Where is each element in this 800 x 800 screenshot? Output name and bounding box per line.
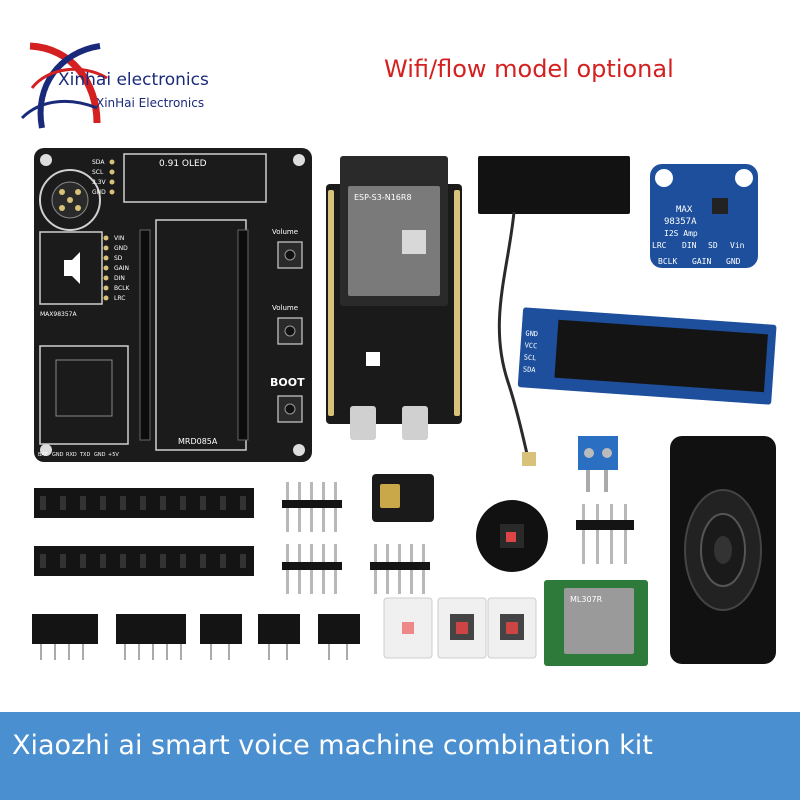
esp-module-label: ESP-S3-N16R8 (354, 193, 412, 202)
oled-pin-4: SDA (523, 365, 537, 374)
female-header-short-3 (200, 614, 242, 660)
pin-bottom-5: GND (94, 452, 106, 458)
volume-down-label: Volume (272, 304, 298, 312)
antenna (478, 156, 630, 466)
esp32-board: ESP-S3-N16R8 (326, 156, 462, 440)
male-header-3 (370, 544, 430, 594)
volume-up-label: Volume (272, 228, 298, 236)
microphone-module (476, 500, 548, 572)
pin-oled-2: SCL (92, 169, 104, 176)
amp-line2: 98357A (664, 217, 697, 227)
female-header-short-2 (116, 614, 186, 660)
oled-pin-1: GND (525, 329, 538, 338)
pin-left-4: GAIN (114, 265, 129, 272)
tact-switch-3 (487, 597, 537, 659)
female-header-long-2 (34, 546, 254, 576)
male-header-1 (282, 482, 342, 532)
pin-oled-3: 3.3V (92, 179, 107, 186)
male-header-2 (282, 544, 342, 594)
boot-label: BOOT (270, 376, 305, 389)
amp-pin-bottom-1: BCLK (658, 257, 677, 266)
cellular-label: ML307R (570, 595, 603, 604)
amp-pin-bottom-3: GND (726, 257, 741, 266)
pin-bottom-6: +5V (108, 452, 119, 458)
oled-pin-3: SCL (523, 353, 536, 362)
speaker (670, 436, 776, 664)
pin-bottom-4: TXD (79, 452, 90, 458)
pin-bottom-2: GND (52, 452, 64, 458)
pin-left-1: VIN (114, 235, 124, 242)
tact-switch-1 (383, 597, 433, 659)
expansion-board: 0.91 OLED SDA SCL 3.3V GND MAX98357A VIN… (34, 148, 312, 462)
amp-chip-label: MAX98357A (40, 311, 77, 318)
pin-bottom-3: RXD (66, 452, 77, 458)
title-banner (0, 712, 800, 800)
banner-title: Xiaozhi ai smart voice machine combinati… (12, 730, 653, 761)
amp-line1: MAX (676, 205, 693, 215)
amp-board: MAX 98357A I2S Amp LRC DIN SD Vin BCLK G… (650, 164, 758, 268)
cellular-module: ML307R (544, 580, 648, 666)
amp-pin-top-3: SD (708, 241, 718, 250)
oled-pin-2: VCC (524, 341, 537, 350)
pin-left-6: BCLK (114, 285, 131, 292)
pin-left-2: GND (114, 245, 128, 252)
pin-oled-1: SDA (92, 159, 105, 166)
pin-oled-4: GND (92, 189, 106, 196)
sim-card (372, 474, 434, 522)
female-header-short-4 (258, 614, 300, 660)
terminal-block (578, 436, 618, 492)
pin-left-3: SD (114, 255, 123, 262)
oled-label: 0.91 OLED (159, 159, 207, 169)
amp-pin-top-4: Vin (730, 241, 745, 250)
brand-name: Xinhai electronics (58, 70, 209, 90)
female-header-long-1 (34, 488, 254, 518)
xinhai-logo-icon (20, 42, 108, 129)
amp-line3: I2S Amp (664, 229, 698, 238)
amp-pin-bottom-2: GAIN (692, 257, 711, 266)
amp-pin-top-2: DIN (682, 241, 697, 250)
model-label: MRD085A (178, 437, 218, 446)
tact-switch-2 (437, 597, 487, 659)
brand-sub-name: XinHai Electronics (96, 96, 205, 110)
oled-module: GND VCC SCL SDA (517, 307, 777, 405)
pin-left-5: DIN (114, 275, 125, 282)
female-header-short-5 (318, 614, 360, 660)
amp-pin-top-1: LRC (652, 241, 667, 250)
male-header-4 (576, 504, 634, 564)
female-header-short-1 (32, 614, 98, 660)
pin-bottom-1: BAT (38, 452, 48, 458)
headline: Wifi/flow model optional (384, 55, 674, 83)
pin-left-7: LRC (114, 295, 125, 302)
